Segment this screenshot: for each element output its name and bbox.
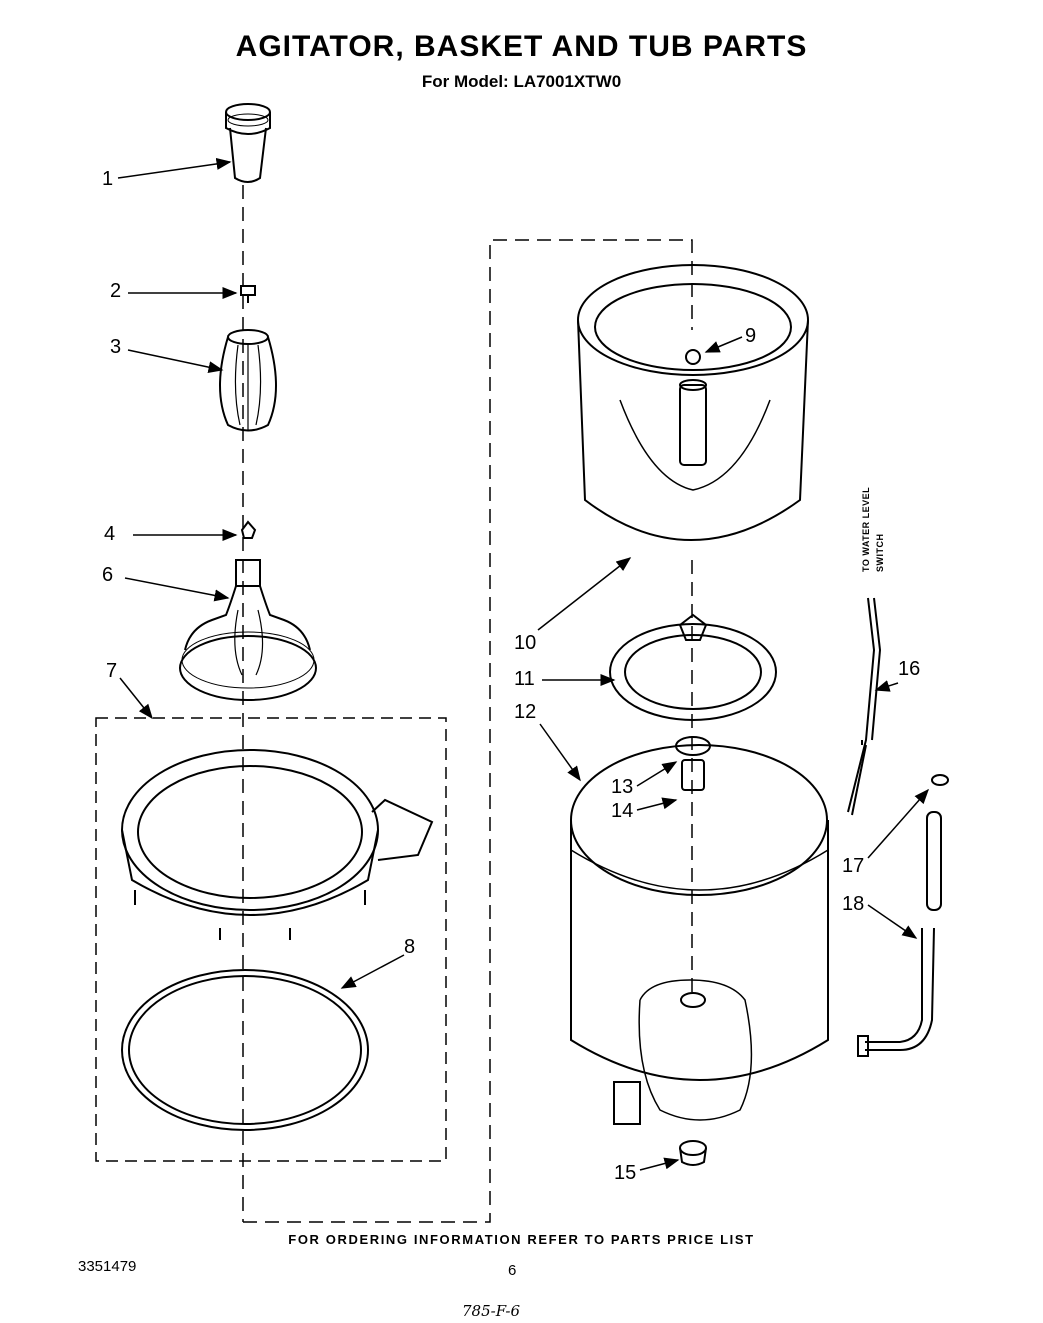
callout-11: 11 xyxy=(514,668,535,690)
side-note-line2: SWITCH xyxy=(875,533,885,573)
callout-10: 10 xyxy=(514,632,537,654)
callout-4: 4 xyxy=(104,523,116,545)
part-10-basket xyxy=(577,264,809,541)
part-18-drain-hose xyxy=(857,927,935,1057)
ordering-info: FOR ORDERING INFORMATION REFER TO PARTS … xyxy=(288,1232,755,1247)
callout-12: 12 xyxy=(514,701,537,723)
callout-3: 3 xyxy=(110,336,122,358)
part-17-clamp xyxy=(926,774,949,911)
callout-9: 9 xyxy=(745,325,757,347)
callout-15: 15 xyxy=(614,1162,637,1184)
part-11-ring-gear xyxy=(609,613,777,721)
part-8-seal-ring xyxy=(121,969,369,1131)
water-level-switch-note: TO WATER LEVEL SWITCH xyxy=(861,472,885,582)
model-subtitle: For Model: LA7001XTW0 xyxy=(421,72,622,91)
connector-dashed-line xyxy=(243,239,693,1223)
page-number: 6 xyxy=(508,1262,517,1279)
part-6-agitator-base xyxy=(179,559,317,701)
side-note-line1: TO WATER LEVEL xyxy=(861,486,871,572)
part-16-hose xyxy=(847,597,882,816)
callout-arrows xyxy=(117,157,929,1171)
part-7-group-box xyxy=(95,717,447,1162)
handwritten-note: 785-F-6 xyxy=(462,1302,521,1320)
callout-13: 13 xyxy=(611,776,634,798)
part-2-bolt xyxy=(240,285,256,303)
callout-7: 7 xyxy=(106,660,118,682)
callout-1: 1 xyxy=(102,168,114,190)
part-3-agitator-barrel xyxy=(219,329,277,432)
part-4-cap-nut xyxy=(240,520,257,539)
callout-17: 17 xyxy=(842,855,865,877)
part-7-tub-ring xyxy=(121,749,434,940)
part-15-plug xyxy=(679,1140,707,1166)
part-13-retaining-ring xyxy=(675,736,711,756)
callout-8: 8 xyxy=(404,936,416,958)
callout-6: 6 xyxy=(102,564,114,586)
part-12-outer-tub xyxy=(570,744,829,1125)
part-1-agitator-cap xyxy=(225,103,271,183)
callout-16: 16 xyxy=(898,658,921,680)
part-14-coupling xyxy=(681,759,705,791)
document-number: 3351479 xyxy=(78,1258,137,1275)
callout-2: 2 xyxy=(110,280,122,302)
callout-18: 18 xyxy=(842,893,865,915)
page-title: AGITATOR, BASKET AND TUB PARTS xyxy=(235,30,808,63)
callout-14: 14 xyxy=(611,800,634,822)
